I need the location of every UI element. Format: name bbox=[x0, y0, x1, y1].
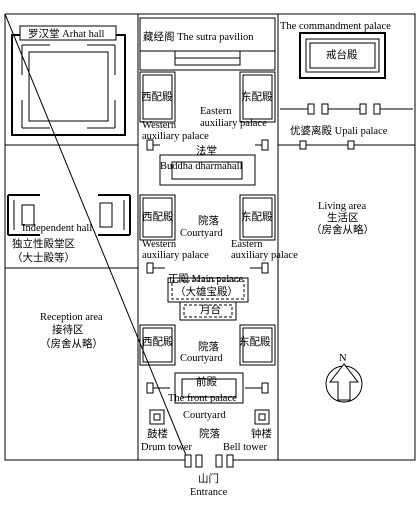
towers bbox=[149, 409, 270, 425]
west-aux-zh-low-label: 西配殿 bbox=[142, 336, 174, 348]
east-aux-palace-mid-label-1: Eastern bbox=[231, 239, 263, 250]
dharmahall-en-label: Buddha dharmahall bbox=[160, 161, 243, 172]
bell-tower-en-label: Bell tower bbox=[223, 442, 268, 453]
gate-zh-label: 山门 bbox=[198, 472, 219, 485]
commandment-palace-block bbox=[299, 32, 386, 79]
independent-hall-block bbox=[7, 194, 131, 236]
drum-tower-en-label: Drum tower bbox=[141, 442, 193, 453]
dharma-hall-block bbox=[146, 139, 269, 186]
courtyard-zh-low-label: 院落 bbox=[198, 340, 219, 353]
commandment-palace-en-label: The commandment palace bbox=[280, 21, 391, 32]
front-palace-zh-label: 前殿 bbox=[196, 375, 217, 388]
west-aux-zh-mid-label: 西配殿 bbox=[142, 211, 174, 223]
reception-area-en-label: Reception area bbox=[40, 312, 103, 323]
sutra-pavilion-block bbox=[139, 17, 276, 71]
east-aux-zh-mid-label: 东配殿 bbox=[241, 210, 273, 223]
west-aux-palace-mid-label-2: auxiliary palace bbox=[142, 250, 209, 261]
west-aux-zh-top-label: 西配殿 bbox=[141, 91, 173, 103]
main-palace-label: 正殿 Main palace bbox=[168, 273, 244, 285]
bell-tower-zh-label: 钟楼 bbox=[251, 427, 272, 440]
west-aux-palace-mid-label-1: Western bbox=[142, 239, 177, 250]
courtyard-zh-mid-label: 院落 bbox=[198, 214, 219, 227]
independent-hall-en-label: Independent hall bbox=[22, 223, 92, 234]
front-palace-en-label: The front palace bbox=[168, 393, 237, 404]
main-palace-note-label: （大雄宝殿） bbox=[175, 285, 238, 298]
upper-auxiliary-palaces bbox=[139, 71, 276, 123]
west-aux-palace-top-label-1: Western bbox=[142, 120, 177, 131]
courtyard-en-front-label: Courtyard bbox=[183, 410, 226, 421]
north-label: N bbox=[339, 353, 347, 364]
outer-wall bbox=[4, 13, 416, 461]
labels: 罗汉堂 Arhat hall 藏经阁 The sutra pavilion Th… bbox=[12, 21, 391, 498]
entrance-en-label: Entrance bbox=[190, 487, 228, 498]
dharmahall-zh-label: 法堂 bbox=[196, 144, 217, 157]
drum-tower-zh-label: 鼓楼 bbox=[147, 427, 168, 440]
living-area-note-label: （房舍从略） bbox=[311, 223, 374, 236]
lower-auxiliary-palaces bbox=[139, 324, 276, 366]
east-aux-palace-top-label-1: Eastern bbox=[200, 106, 232, 117]
east-aux-zh-low-label: 东配殿 bbox=[239, 335, 271, 348]
main-palace-block bbox=[146, 262, 269, 321]
living-area-en-label: Living area bbox=[318, 201, 366, 212]
central-axis-walls bbox=[5, 14, 415, 460]
front-palace-block bbox=[146, 372, 269, 404]
arhat-hall-block bbox=[11, 25, 126, 136]
living-area-zh-label: 生活区 bbox=[327, 211, 359, 224]
east-aux-zh-top-label: 东配殿 bbox=[241, 90, 273, 103]
east-aux-palace-top-label-2: auxiliary palace bbox=[200, 118, 267, 129]
middle-auxiliary-palaces bbox=[139, 194, 276, 241]
arhat-hall-label: 罗汉堂 Arhat hall bbox=[28, 28, 104, 40]
independent-hall-note-label: （大士殿等） bbox=[12, 251, 75, 264]
upali-palace-label: 优婆离殿 Upali palace bbox=[290, 124, 388, 137]
commandment-palace-zh-label: 戒台殿 bbox=[326, 48, 358, 61]
independent-hall-zh-label: 独立性殿堂区 bbox=[12, 237, 75, 250]
north-arrow-icon bbox=[325, 363, 363, 403]
sutra-pavilion-label: 藏经阁 The sutra pavilion bbox=[143, 30, 254, 43]
entrance-gate bbox=[184, 454, 234, 468]
courtyard-en-mid-label: Courtyard bbox=[180, 228, 223, 239]
courtyard-zh-front-label: 院落 bbox=[199, 427, 220, 440]
courtyard-en-low-label: Courtyard bbox=[180, 353, 223, 364]
upali-palace-strip bbox=[280, 103, 413, 150]
west-aux-palace-top-label-2: auxiliary palace bbox=[142, 131, 209, 142]
east-aux-palace-mid-label-2: auxiliary palace bbox=[231, 250, 298, 261]
platform-label: 月台 bbox=[200, 303, 221, 316]
reception-area-zh-label: 接待区 bbox=[52, 323, 84, 336]
reception-area-note-label: （房舍从略） bbox=[40, 337, 103, 350]
